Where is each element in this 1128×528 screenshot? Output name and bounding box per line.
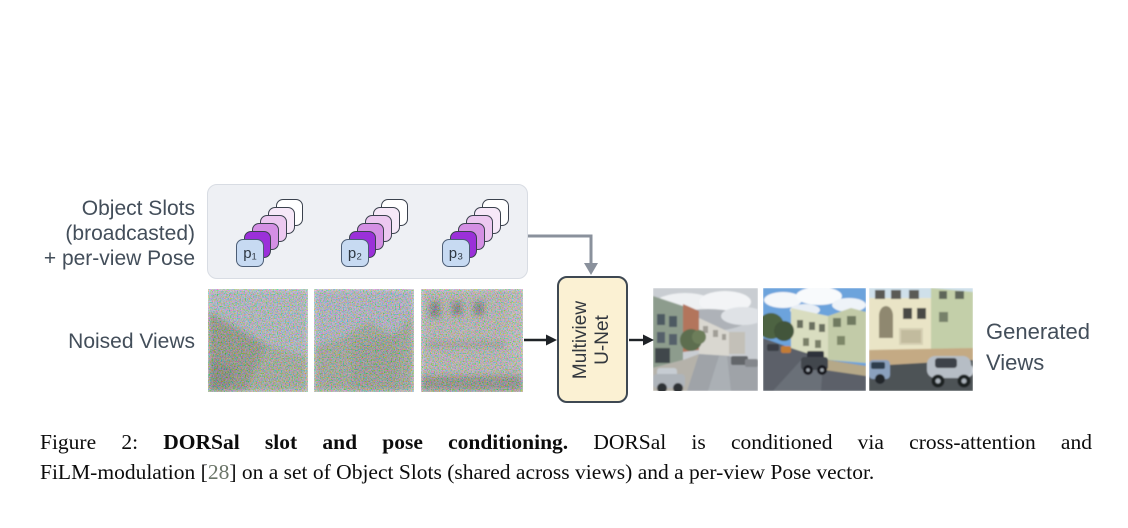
noised-view-image-3 [421,289,523,392]
generated-view-image-3 [869,288,973,391]
generated-view-image-2 [763,288,866,391]
noised-to-unet-arrowhead [546,334,557,346]
citation-28-link[interactable]: 28 [207,460,230,484]
generated-view-image-1 [653,288,758,391]
slots-to-unet-arrowhead [584,263,598,275]
slot-stack-3: p₃ [442,199,510,267]
caption-line-1: Figure 2: DORSal slot and pose condition… [40,430,1092,454]
object-slots-label-line3: + per-view Pose [43,247,195,270]
caption-bold-title: DORSal slot and pose conditioning. [163,430,569,454]
object-slots-label-line2: (broadcasted) [65,222,195,245]
multiview-unet-box: Multiview U-Net [557,276,628,403]
noised-view-image-1 [208,289,308,392]
caption-line-2: FiLM-modulation [28] on a set of Object … [40,460,875,484]
slot-stack-2: p₂ [341,199,409,267]
noised-views-label: Noised Views [68,330,195,353]
multiview-unet-label: Multiview U-Net [570,300,614,379]
noised-view-image-2 [314,289,414,392]
slots-to-unet-arrow [528,234,593,264]
slot-stack-1: p₁ [236,199,304,267]
pose-card-3: p₃ [442,239,470,267]
object-slots-label-line1: Object Slots [81,197,195,220]
generated-views-label: Generated Views [986,319,1090,375]
object-slots-panel: p₁ p₂ p₃ [207,184,528,279]
figure-caption: Figure 2: DORSal slot and pose condition… [40,427,1092,487]
pose-card-2: p₂ [341,239,369,267]
object-slots-label: Object Slots (broadcasted) + per-view Po… [25,196,195,271]
pose-card-1: p₁ [236,239,264,267]
